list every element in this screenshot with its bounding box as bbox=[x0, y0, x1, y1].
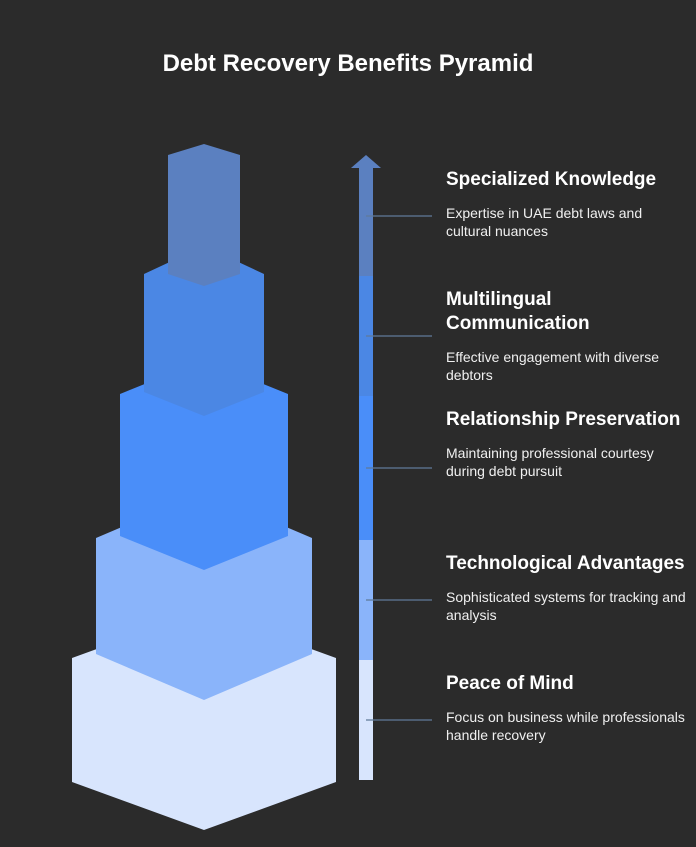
level-label-3: Relationship Preservation Maintaining pr… bbox=[446, 408, 686, 480]
level-description: Effective engagement with diverse debtor… bbox=[446, 349, 659, 383]
level-heading: Technological Advantages bbox=[446, 553, 685, 574]
page-title: Debt Recovery Benefits Pyramid bbox=[162, 50, 534, 77]
level-label-2: Multilingual Communication Effective eng… bbox=[446, 288, 686, 384]
level-heading: Peace of Mind bbox=[446, 673, 574, 694]
arrow-head-icon bbox=[351, 155, 381, 168]
arrow-segment-1 bbox=[359, 168, 373, 276]
level-description: Focus on business while professionals ha… bbox=[446, 709, 685, 743]
level-heading: Multilingual Communication bbox=[446, 289, 590, 334]
level-label-5: Peace of Mind Focus on business while pr… bbox=[446, 672, 686, 744]
level-heading: Relationship Preservation bbox=[446, 409, 681, 430]
level-description: Expertise in UAE debt laws and cultural … bbox=[446, 205, 643, 239]
level-description: Sophisticated systems for tracking and a… bbox=[446, 589, 686, 623]
pyramid-tier-1 bbox=[168, 144, 240, 286]
level-description: Maintaining professional courtesy during… bbox=[446, 445, 654, 479]
level-heading: Specialized Knowledge bbox=[446, 169, 657, 190]
level-label-1: Specialized Knowledge Expertise in UAE d… bbox=[446, 168, 686, 240]
pyramid-tier-2 bbox=[144, 246, 264, 416]
level-label-4: Technological Advantages Sophisticated s… bbox=[446, 552, 686, 624]
pyramid-tier-3 bbox=[120, 360, 288, 570]
